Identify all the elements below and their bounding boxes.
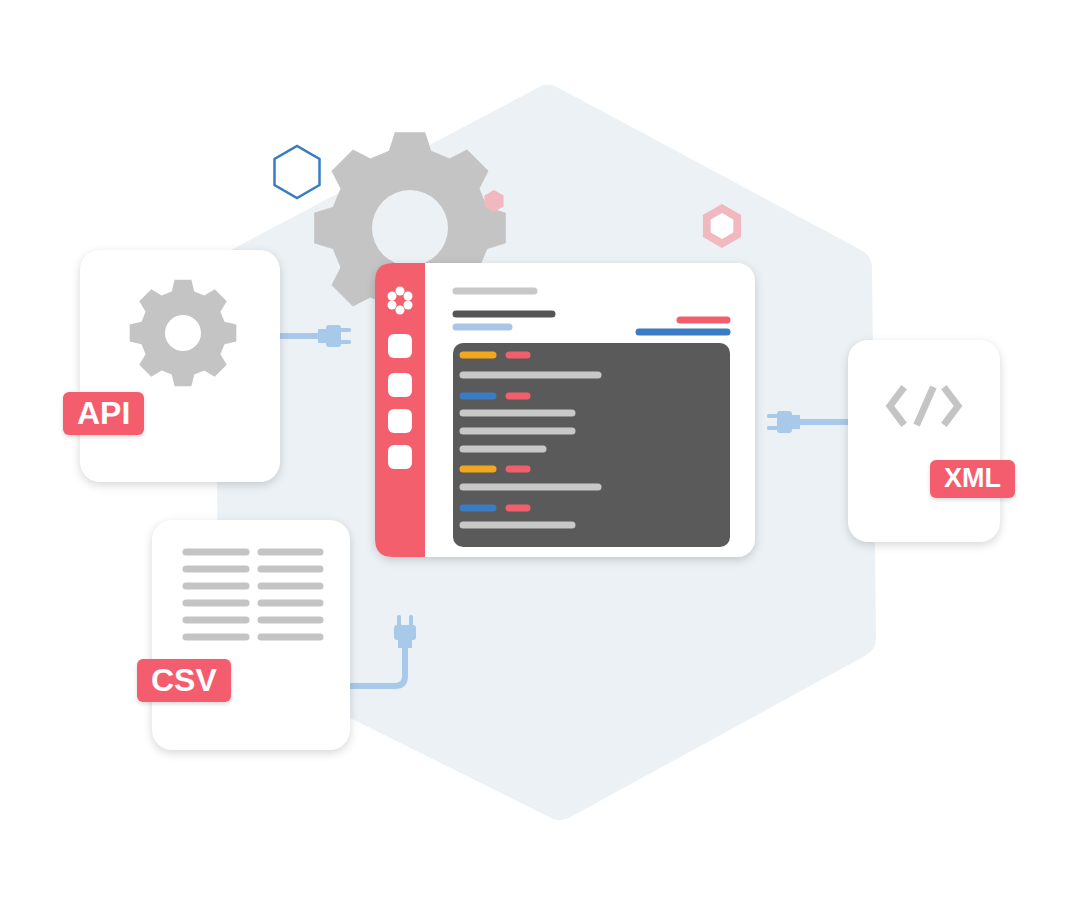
plug	[767, 411, 800, 433]
hexagon-outline	[275, 146, 320, 198]
format-tag: API	[63, 392, 144, 435]
hexagon-badge-core	[711, 213, 734, 239]
api-card: API	[80, 250, 280, 482]
window-sidebar	[375, 263, 425, 557]
sidebar-buttons	[388, 334, 412, 469]
card-icon	[80, 250, 280, 482]
code-panel	[453, 343, 730, 547]
code-lines	[463, 355, 598, 525]
card-icon	[848, 340, 1000, 542]
window-frame	[375, 263, 755, 557]
logo	[388, 287, 413, 315]
plug	[318, 325, 351, 347]
format-tag: CSV	[137, 659, 231, 702]
hexagon-dot	[485, 190, 504, 212]
format-tag: XML	[930, 460, 1015, 498]
card-icon	[152, 520, 350, 750]
csv-card: CSV	[152, 520, 350, 750]
header-lines	[456, 291, 727, 332]
plug	[394, 615, 416, 648]
plug-wires	[270, 325, 860, 686]
hexagon-badge	[703, 204, 741, 248]
app-window	[375, 263, 755, 557]
xml-card: XML	[848, 340, 1000, 542]
